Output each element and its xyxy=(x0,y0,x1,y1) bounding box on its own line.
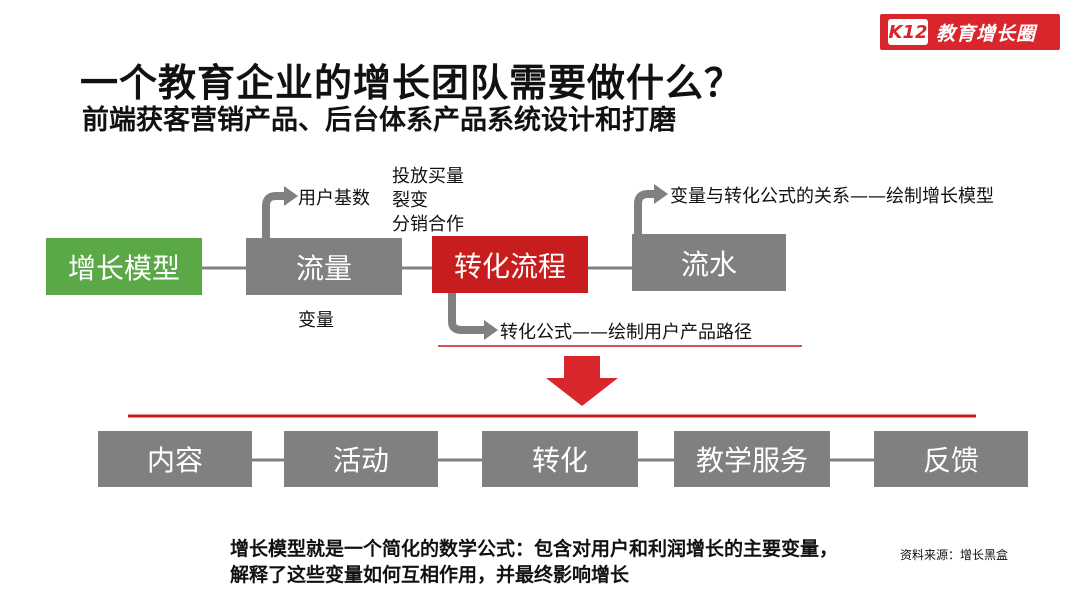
up-arrow-user-base-head xyxy=(284,186,298,206)
traffic-label: 流量 xyxy=(295,251,352,285)
channel-distribution: 分销合作 xyxy=(392,214,464,235)
revenue-label: 流水 xyxy=(680,247,737,281)
big-down-arrow xyxy=(546,356,618,406)
growth-model-label: 增长模型 xyxy=(67,251,180,285)
up-arrow-relation-head xyxy=(654,184,668,204)
up-arrow-relation xyxy=(634,190,656,234)
bottom-label-feedback: 反馈 xyxy=(922,444,979,477)
down-arrow-formula xyxy=(448,292,486,334)
bottom-label-teaching-service: 教学服务 xyxy=(695,444,808,477)
logo-mark: K12 xyxy=(888,19,928,45)
bottom-box-teaching-service: 教学服务 xyxy=(674,431,830,487)
brand-logo: K12 教育增长圈 xyxy=(880,14,1060,50)
note-line-2: 解释了这些变量如何互相作用，并最终影响增长 xyxy=(230,564,630,586)
growth-model-box: 增长模型 xyxy=(46,238,202,295)
bottom-box-content: 内容 xyxy=(98,431,252,487)
channel-ads: 投放买量 xyxy=(392,166,464,187)
note-line-1: 增长模型就是一个简化的数学公式：包含对用户和利润增长的主要变量， xyxy=(230,538,839,560)
variable-relation-label: 变量与转化公式的关系——绘制增长模型 xyxy=(670,186,994,207)
conversion-process-label: 转化流程 xyxy=(453,249,566,283)
bottom-box-activity: 活动 xyxy=(284,431,438,487)
source-note: 资料来源：增长黑盒 xyxy=(900,548,1009,562)
user-base-label: 用户基数 xyxy=(298,188,370,209)
bottom-label-conversion: 转化 xyxy=(531,444,588,477)
revenue-box: 流水 xyxy=(632,234,786,291)
logo-text: 教育增长圈 xyxy=(936,22,1037,45)
page-title: 一个教育企业的增长团队需要做什么？ xyxy=(80,61,744,105)
bottom-label-activity: 活动 xyxy=(332,444,389,477)
traffic-box: 流量 xyxy=(246,238,402,295)
bottom-box-feedback: 反馈 xyxy=(874,431,1028,487)
conversion-formula-label: 转化公式——绘制用户产品路径 xyxy=(500,322,752,343)
variable-label: 变量 xyxy=(298,310,334,331)
bottom-box-conversion: 转化 xyxy=(482,431,638,487)
channel-fission: 裂变 xyxy=(392,190,428,211)
conversion-process-box: 转化流程 xyxy=(432,236,588,293)
up-arrow-user-base xyxy=(262,192,286,238)
page-subtitle: 前端获客营销产品、后台体系产品系统设计和打磨 xyxy=(82,105,676,136)
down-arrow-formula-head xyxy=(484,320,498,340)
bottom-label-content: 内容 xyxy=(146,444,203,477)
